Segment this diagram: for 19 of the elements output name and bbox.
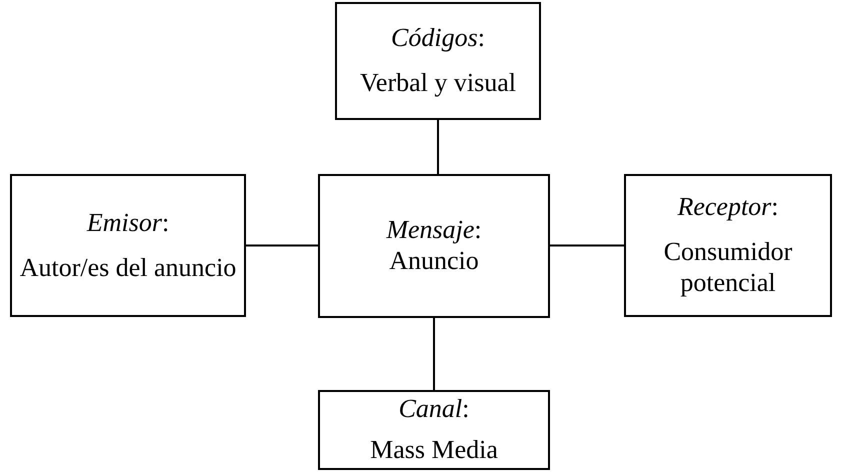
box-text: Consumidor potencial — [662, 237, 794, 298]
box-text: Anuncio — [389, 246, 479, 277]
box-text: Autor/es del anuncio — [20, 252, 236, 284]
connector-line — [550, 244, 624, 246]
process-box — [318, 174, 550, 318]
box-heading: Canal: — [398, 394, 470, 425]
process-box — [335, 2, 541, 120]
box-heading: Códigos: — [391, 23, 485, 54]
process-box — [624, 174, 832, 317]
box-text: Mass Media — [370, 435, 498, 466]
connector-line — [246, 244, 318, 246]
box-text: Verbal y visual — [360, 68, 516, 99]
connector-line — [437, 120, 439, 174]
box-heading: Emisor: — [86, 208, 170, 238]
process-box — [318, 390, 550, 470]
connector-line — [433, 318, 435, 390]
process-box — [10, 174, 246, 317]
box-heading: Mensaje: — [386, 215, 482, 246]
box-heading: Receptor: — [677, 192, 779, 224]
